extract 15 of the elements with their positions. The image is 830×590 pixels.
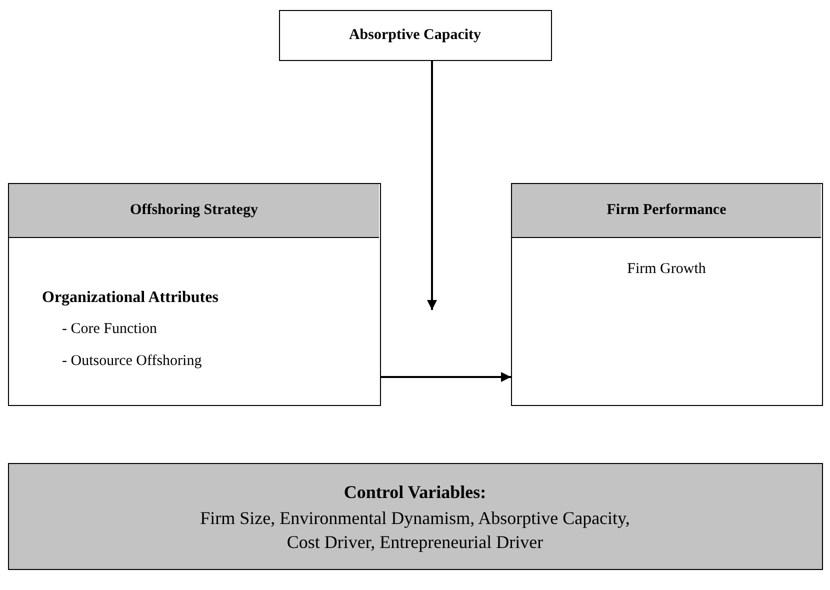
attribute-item: - Outsource Offshoring <box>62 353 202 370</box>
note-box <box>8 463 823 570</box>
process-box <box>279 10 552 61</box>
arrow <box>381 372 511 382</box>
note-heading: Control Variables: <box>342 482 488 503</box>
process-box <box>511 183 823 406</box>
attribute-item: - Core Function <box>62 321 157 338</box>
box-heading: Offshoring Strategy <box>9 184 379 238</box>
box-text: Firm Growth <box>626 261 707 278</box>
note-text: Firm Size, Environmental Dynamism, Absorptive Capacity, Cost Driver, Entrepreneurial Driver <box>199 507 631 554</box>
process-box <box>8 183 381 406</box>
box-heading: Firm Performance <box>512 184 821 238</box>
box-title: Absorptive Capacity <box>348 26 482 45</box>
attribute-heading: Organizational Attributes <box>42 289 218 307</box>
arrow <box>427 61 437 310</box>
